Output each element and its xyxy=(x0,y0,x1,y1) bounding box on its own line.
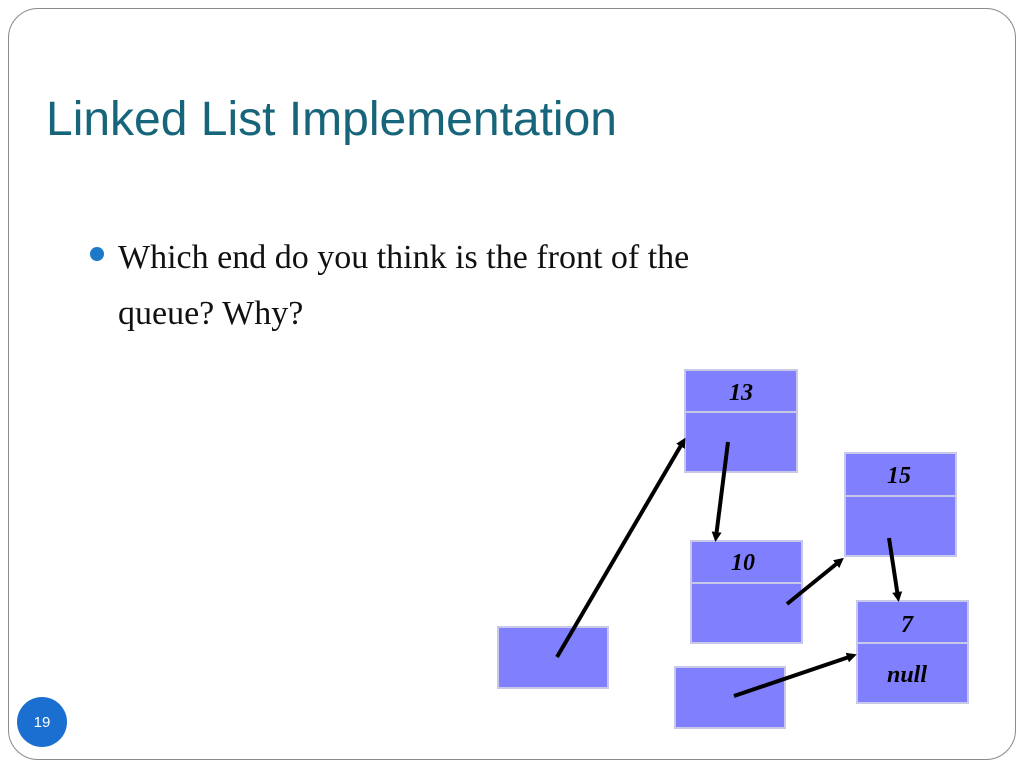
node-7-next: null xyxy=(887,662,927,688)
slide-title: Linked List Implementation xyxy=(46,93,617,146)
bullet-dot-icon xyxy=(90,247,104,261)
bullet-text: Which end do you think is the front of t… xyxy=(118,239,690,332)
node-7: 7 null xyxy=(856,600,969,704)
node-15-box xyxy=(844,452,957,557)
arrow-pointer-a-to-13 xyxy=(555,437,686,659)
node-7-box xyxy=(856,600,969,704)
node-15-value: 15 xyxy=(887,463,911,489)
node-13-value: 13 xyxy=(729,380,753,406)
node-7-value: 7 xyxy=(901,612,914,638)
arrow-13-to-10 xyxy=(711,441,730,542)
pointer-box-b xyxy=(674,666,786,729)
arrow-10-to-15 xyxy=(785,557,844,606)
pointer-box-a xyxy=(497,626,609,689)
node-10-value: 10 xyxy=(731,550,755,576)
bullet-item: Which end do you think is the front of t… xyxy=(90,230,730,342)
arrow-15-to-7 xyxy=(887,537,903,602)
node-13: 13 xyxy=(684,369,798,473)
bullet-list: Which end do you think is the front of t… xyxy=(90,230,730,342)
node-13-box xyxy=(684,369,798,473)
arrow-pointer-b-to-7 xyxy=(733,652,857,698)
node-15: 15 xyxy=(844,452,957,557)
node-10-box xyxy=(690,540,803,644)
node-10: 10 xyxy=(690,540,803,644)
page-number-badge: 19 xyxy=(17,697,67,747)
